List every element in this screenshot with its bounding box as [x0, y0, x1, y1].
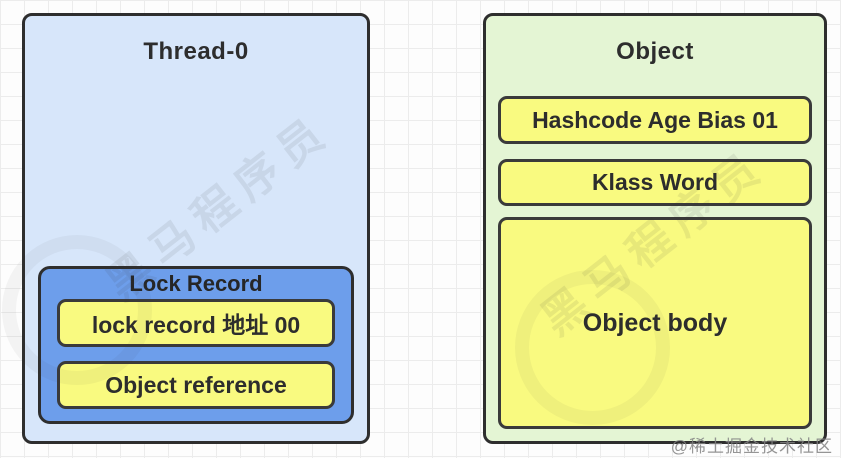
- mark-word-cell: Hashcode Age Bias 01: [498, 96, 812, 144]
- object-box: Object Hashcode Age Bias 01 Klass Word O…: [483, 13, 827, 444]
- lock-record-title: Lock Record: [129, 271, 263, 296]
- lock-record-address-cell: lock record 地址 00: [57, 299, 335, 347]
- lock-record-box: Lock Record lock record 地址 00 Object ref…: [38, 266, 354, 424]
- object-reference-cell: Object reference: [57, 361, 335, 409]
- thread-box: Thread-0 Lock Record lock record 地址 00 O…: [22, 13, 370, 444]
- object-box-title: Object: [616, 38, 694, 65]
- klass-word-cell: Klass Word: [498, 159, 812, 206]
- thread-box-title: Thread-0: [143, 38, 249, 65]
- object-body-cell: Object body: [498, 217, 812, 429]
